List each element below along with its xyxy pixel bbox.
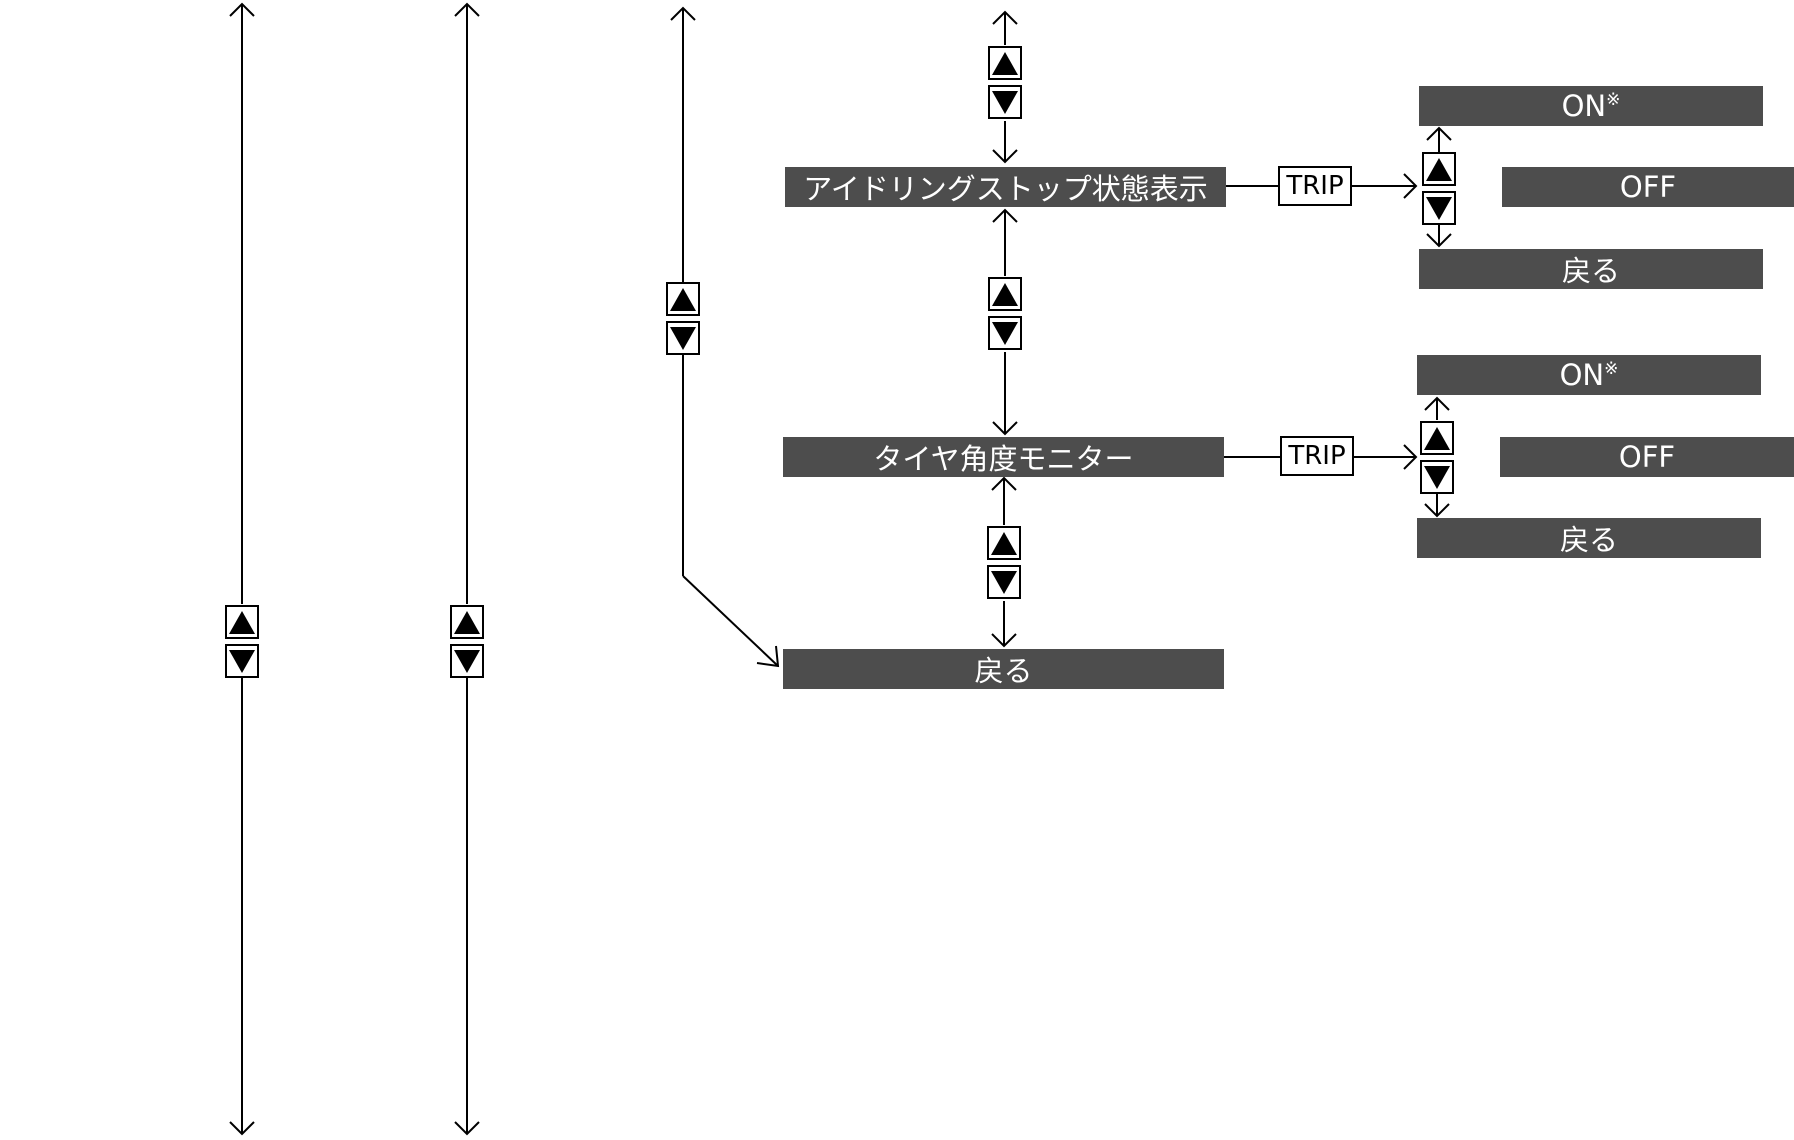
up-triangle-icon — [1426, 157, 1452, 181]
main-menu-top-up-button[interactable] — [988, 46, 1022, 80]
up-triangle-icon — [991, 531, 1017, 555]
note-mark: ※ — [1604, 359, 1619, 379]
menu-item-tire-angle-monitor[interactable]: タイヤ角度モニター — [783, 437, 1224, 477]
up-triangle-icon — [229, 610, 255, 634]
column-2-up-button[interactable] — [450, 605, 484, 639]
note-mark: ※ — [1606, 90, 1621, 110]
main-menu-top-down-button[interactable] — [988, 85, 1022, 119]
main-menu-bottom-up-button[interactable] — [987, 526, 1021, 560]
trip-button-label: TRIP — [1288, 441, 1346, 471]
down-triangle-icon — [992, 90, 1018, 114]
menu-item-back[interactable]: 戻る — [783, 649, 1224, 689]
menu-item-label: タイヤ角度モニター — [873, 442, 1134, 476]
menu-item-idling-stop-display[interactable]: アイドリングストップ状態表示 — [785, 167, 1226, 207]
down-triangle-icon — [991, 570, 1017, 594]
submenu-2-connector — [1424, 396, 1450, 518]
option-label: 戻る — [1561, 254, 1620, 288]
main-menu-top-connector — [992, 10, 1018, 164]
option-label: 戻る — [1559, 523, 1618, 557]
row-1-horizontal-connector — [1226, 173, 1418, 199]
column-3-connector — [670, 6, 780, 668]
trip-button-row-1[interactable]: TRIP — [1278, 166, 1352, 206]
menu-item-label: 戻る — [974, 654, 1033, 688]
main-menu-middle-connector — [992, 208, 1018, 436]
row-2-horizontal-connector — [1224, 444, 1418, 470]
up-triangle-icon — [1424, 426, 1450, 450]
column-1-connector — [229, 2, 255, 1136]
down-triangle-icon — [670, 326, 696, 350]
option-label: OFF — [1619, 170, 1677, 204]
submenu-1-off[interactable]: OFF — [1502, 167, 1794, 207]
main-menu-middle-up-button[interactable] — [988, 277, 1022, 311]
submenu-2-on[interactable]: ON※ — [1417, 355, 1761, 395]
main-menu-bottom-connector — [991, 476, 1017, 648]
column-3-up-button[interactable] — [666, 282, 700, 316]
submenu-2-off[interactable]: OFF — [1500, 437, 1794, 477]
trip-button-label: TRIP — [1286, 171, 1344, 201]
submenu-1-connector — [1426, 126, 1452, 248]
column-3-down-button[interactable] — [666, 321, 700, 355]
trip-button-row-2[interactable]: TRIP — [1280, 436, 1354, 476]
column-2-down-button[interactable] — [450, 644, 484, 678]
down-triangle-icon — [454, 649, 480, 673]
submenu-2-down-button[interactable] — [1420, 460, 1454, 494]
up-triangle-icon — [992, 51, 1018, 75]
column-2-connector — [454, 2, 480, 1136]
column-1-down-button[interactable] — [225, 644, 259, 678]
option-label: ON — [1559, 358, 1605, 392]
down-triangle-icon — [1424, 465, 1450, 489]
up-triangle-icon — [454, 610, 480, 634]
menu-item-label: アイドリングストップ状態表示 — [803, 172, 1208, 206]
submenu-2-back[interactable]: 戻る — [1417, 518, 1761, 558]
down-triangle-icon — [1426, 196, 1452, 220]
option-label: OFF — [1618, 440, 1676, 474]
submenu-1-on[interactable]: ON※ — [1419, 86, 1763, 126]
up-triangle-icon — [670, 287, 696, 311]
submenu-1-back[interactable]: 戻る — [1419, 249, 1763, 289]
main-menu-middle-down-button[interactable] — [988, 316, 1022, 350]
column-1-up-button[interactable] — [225, 605, 259, 639]
down-triangle-icon — [229, 649, 255, 673]
main-menu-bottom-down-button[interactable] — [987, 565, 1021, 599]
down-triangle-icon — [992, 321, 1018, 345]
submenu-1-up-button[interactable] — [1422, 152, 1456, 186]
submenu-1-down-button[interactable] — [1422, 191, 1456, 225]
submenu-2-up-button[interactable] — [1420, 421, 1454, 455]
option-label: ON — [1561, 89, 1607, 123]
up-triangle-icon — [992, 282, 1018, 306]
